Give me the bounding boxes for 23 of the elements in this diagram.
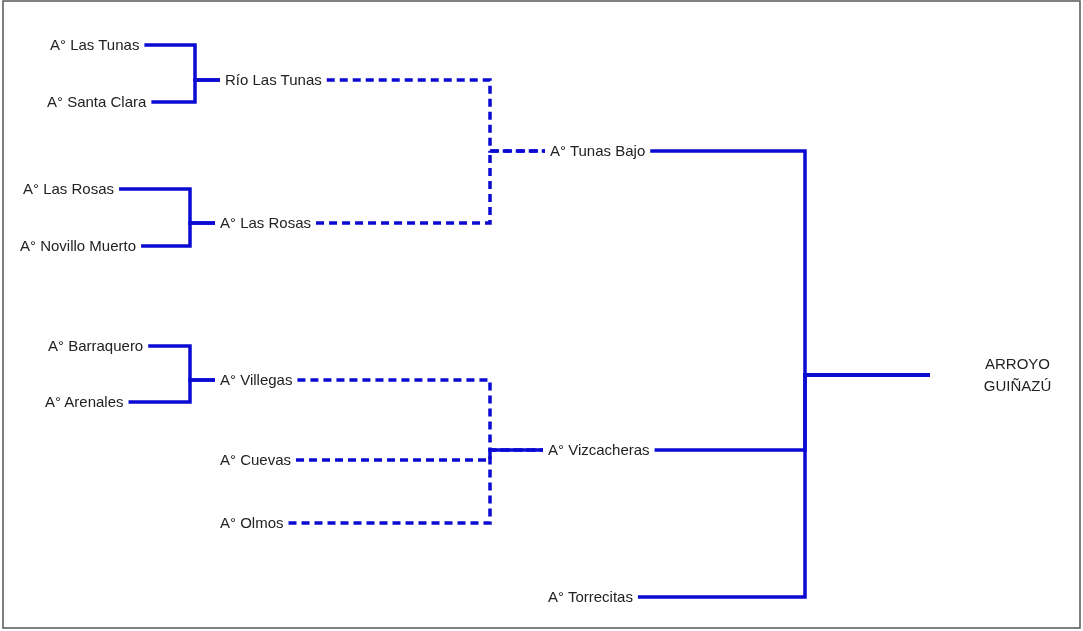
- stream-name: A° Las Rosas: [215, 212, 335, 234]
- dashed-connector: [288, 448, 543, 525]
- stream-name: A° Torrecitas: [543, 586, 661, 608]
- stream-name: A° Las Rosas: [18, 178, 138, 200]
- dashed-connector: [316, 149, 545, 225]
- stream-name: A° Arenales: [40, 391, 165, 413]
- connector: [141, 221, 215, 248]
- dashed-connector: [326, 78, 545, 153]
- stream-name: A° Barraquero: [43, 335, 168, 357]
- stream-name: A° Santa Clara: [42, 91, 167, 113]
- stream-name: A° Las Tunas: [45, 34, 157, 56]
- connector: [637, 373, 930, 599]
- stream-name: A° Villegas: [215, 369, 340, 391]
- stream-name: A° Olmos: [215, 512, 325, 534]
- connector: [151, 78, 220, 104]
- stream-name: Río Las Tunas: [220, 69, 345, 91]
- dashed-connector: [296, 448, 543, 462]
- stream-name: A° Novillo Muerto: [15, 235, 165, 257]
- stream-name: A° Tunas Bajo: [545, 140, 670, 162]
- connector: [128, 378, 215, 404]
- stream-name: A° Cuevas: [215, 449, 333, 471]
- stream-name: ARROYO GUIÑAZÚ: [930, 353, 1080, 397]
- stream-name: A° Vizcacheras: [543, 439, 678, 461]
